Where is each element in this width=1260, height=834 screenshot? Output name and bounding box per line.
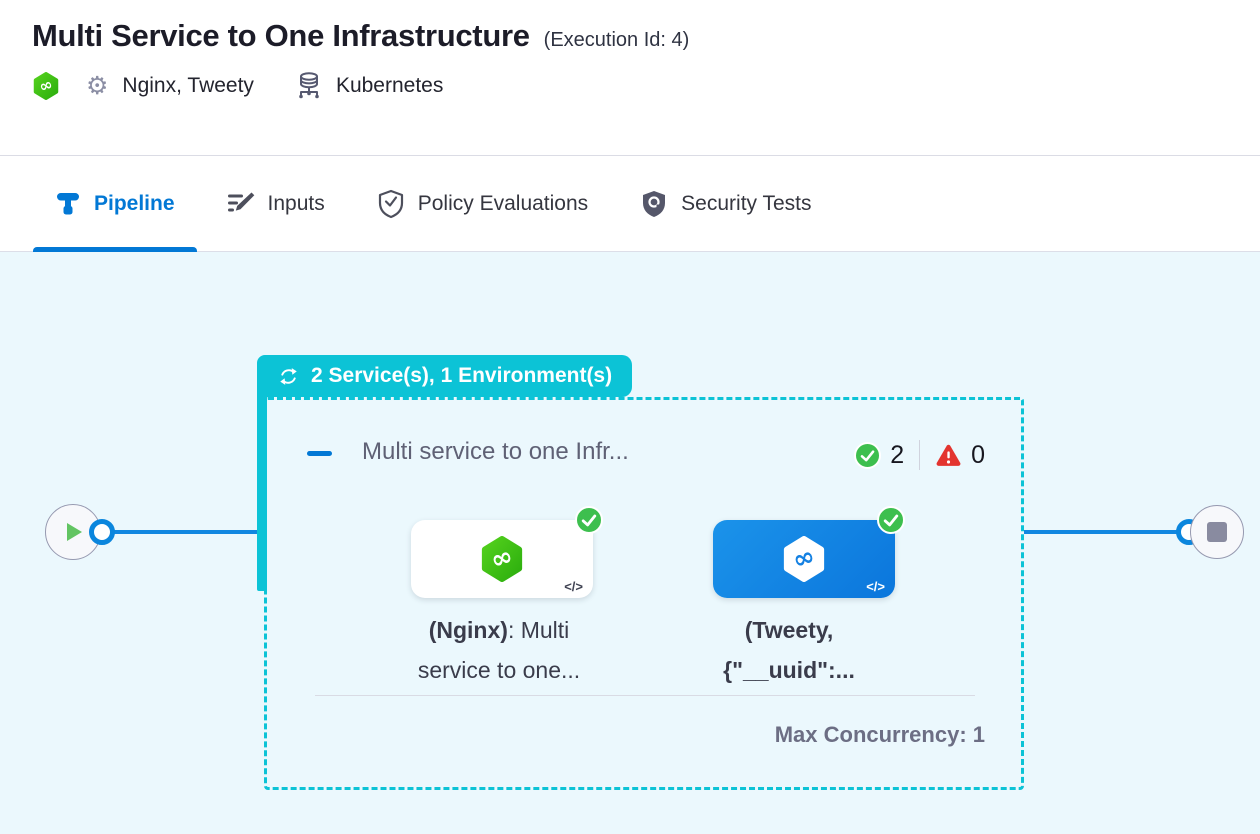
pipeline-canvas: 2 Service(s), 1 Environment(s) Multi ser… [0,252,1260,834]
node-label-bold: (Nginx) [428,617,508,643]
tab-security-tests[interactable]: Security Tests [618,156,833,251]
gear-icon: ⚙ [86,71,109,100]
collapse-stage-icon[interactable] [307,451,332,456]
tab-policy-evaluations[interactable]: Policy Evaluations [355,156,610,251]
loop-icon [280,367,297,385]
success-count: 2 [890,440,905,469]
harness-hexagon-white-icon: ∞ [781,536,827,582]
error-count: 0 [971,440,985,469]
meta-row: ∞ ⚙ Nginx, Tweety Kubernetes [0,54,1260,102]
environment-label: Kubernetes [335,74,444,97]
pipeline-end-node [1190,505,1244,559]
inputs-icon [227,190,255,217]
execution-id: (Execution Id: 4) [543,29,690,51]
counts-divider [919,440,921,470]
harness-service-icon: ∞ [32,72,60,100]
loop-strategy-badge[interactable]: 2 Service(s), 1 Environment(s) [257,355,633,397]
loop-badge-label: 2 Service(s), 1 Environment(s) [311,364,613,387]
play-icon [66,523,82,541]
service-node-tweety[interactable]: ∞ </> [713,506,905,598]
policy-shield-check-icon [377,189,405,219]
error-warning-icon [935,443,962,468]
execution-header: Multi Service to One Infrastructure (Exe… [0,0,1260,156]
stage-card[interactable]: Multi service to one Infr... 2 0 [264,397,1024,790]
tab-security-tests-label: Security Tests [681,191,812,215]
node-label-rest: : Multi [507,617,570,643]
node-success-check-icon [877,506,905,534]
title-row: Multi Service to One Infrastructure (Exe… [0,0,1260,54]
tab-bar: Pipeline Inputs Policy Evaluations [0,156,1260,252]
connector-line-left [100,530,258,534]
stage-name: Multi service to one Infr... [362,438,629,465]
page-title: Multi Service to One Infrastructure [32,18,530,53]
tab-inputs-label: Inputs [267,191,325,215]
stage-status-counts: 2 0 [854,440,985,470]
service-node-label-nginx[interactable]: (Nginx): Multi service to one... [398,610,600,690]
infrastructure-icon [294,70,324,102]
service-node-label-tweety[interactable]: (Tweety, {"__uuid":... [688,610,890,690]
node-success-check-icon [575,506,603,534]
tab-pipeline-label: Pipeline [94,191,175,215]
node-label-line2: service to one... [417,657,581,683]
success-check-icon [854,441,882,469]
node-label-line1: (Tweety, [744,617,834,643]
svg-text:∞: ∞ [37,74,55,96]
node-label-line2: {"__uuid":... [723,657,855,683]
active-tab-underline [33,247,197,252]
code-icon: </> [564,579,583,594]
security-shield-icon [640,189,668,219]
tab-inputs[interactable]: Inputs [205,156,347,251]
code-icon: </> [866,579,885,594]
pipeline-icon [55,190,81,217]
connector-dot-left [89,519,115,545]
tab-pipeline[interactable]: Pipeline [33,156,197,252]
stop-icon [1207,522,1227,542]
services-label: Nginx, Tweety [122,74,254,97]
service-node-nginx[interactable]: ∞ </> [411,506,603,598]
connector-line-right [1024,530,1190,534]
tab-policy-evaluations-label: Policy Evaluations [417,191,589,215]
harness-hexagon-green-icon: ∞ [479,536,525,582]
loop-stage-left-rail [257,355,267,591]
max-concurrency-label: Max Concurrency: 1 [774,722,985,747]
stage-divider [315,695,975,696]
